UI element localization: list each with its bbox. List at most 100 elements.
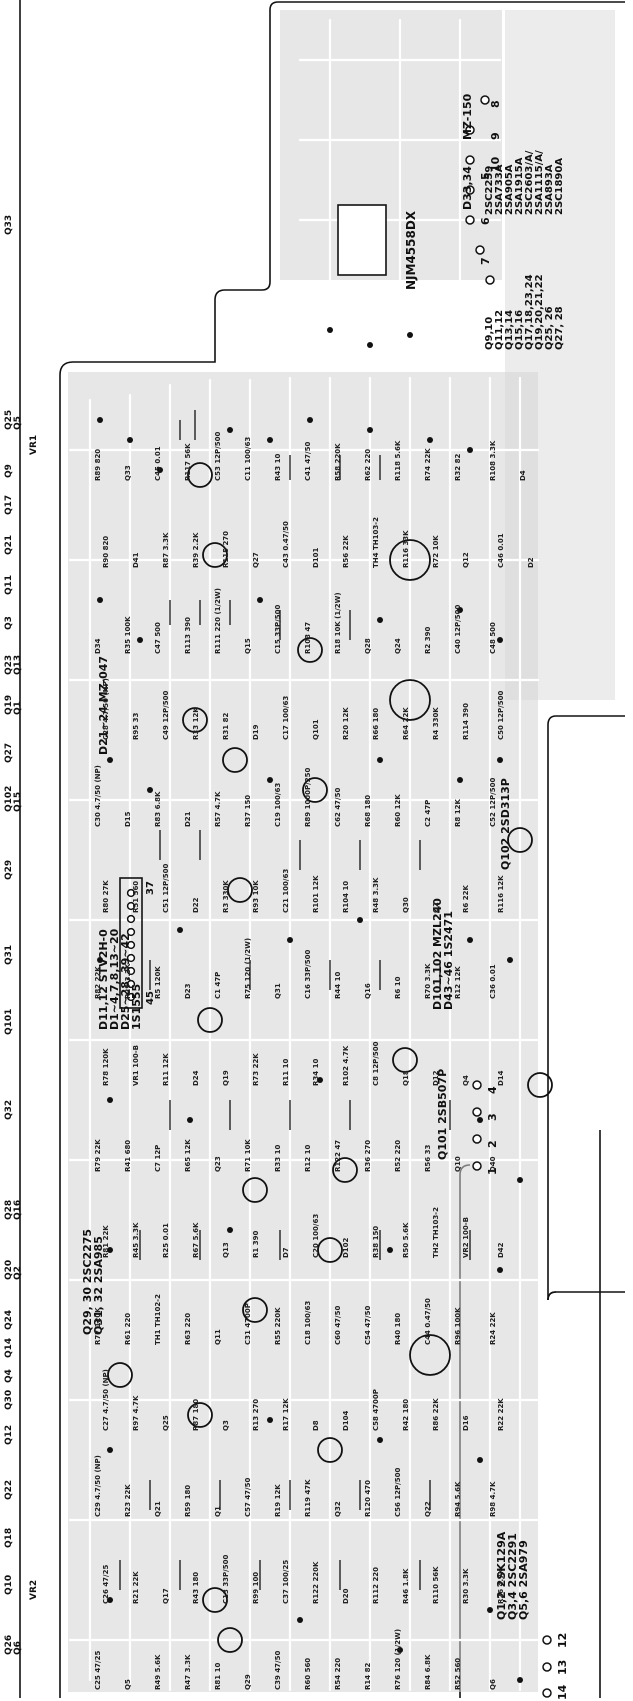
component-label: R68 180: [364, 794, 372, 827]
edge-label-q3: Q3: [4, 616, 14, 630]
component-label: R48 3.3K: [372, 877, 380, 913]
component-label: C28 4.7/50 (NP): [102, 678, 110, 741]
edge-label-q14: Q14: [4, 1337, 14, 1358]
component-label: R46 1.8K: [402, 1568, 410, 1604]
component-label: Q17: [162, 1587, 170, 1604]
component-label: R12 12K: [454, 966, 462, 1000]
component-label: R33 12K: [192, 707, 200, 741]
component-label: D15: [124, 811, 132, 827]
component-label: D8: [312, 1420, 320, 1431]
component-label: R51 560: [132, 880, 140, 913]
component-label: R1 390: [252, 1231, 260, 1259]
component-label: R5 120K: [154, 966, 162, 1000]
edge-label-vr2: VR2: [29, 1579, 39, 1600]
component-label: R99 100: [252, 1571, 260, 1604]
component-label: R13 270: [252, 1398, 260, 1431]
edge-label-q9: Q9: [4, 464, 14, 478]
component-label: C40 12P/500: [454, 604, 462, 654]
component-label: R103 47: [304, 621, 312, 654]
component-label: Q1: [214, 1506, 222, 1518]
component-label: R72 10K: [432, 534, 440, 568]
component-label: R31 82: [222, 713, 230, 741]
component-label: D22: [192, 897, 200, 913]
component-label: Q33: [124, 465, 132, 482]
component-label: R44 10: [334, 972, 342, 1000]
component-label: C21 100/63: [282, 868, 290, 913]
component-label: C20 100/63: [312, 1214, 320, 1259]
component-label: R82 22K: [94, 966, 102, 1000]
component-label: R104 10: [342, 880, 350, 913]
edge-label-q11: Q11: [4, 574, 14, 595]
component-label: D20: [342, 1588, 350, 1604]
component-label: R63 220: [184, 1312, 192, 1345]
component-label: R74 22K: [424, 448, 432, 482]
component-label: R101 12K: [312, 875, 320, 913]
pin-7: 7: [479, 257, 492, 265]
component-label: R14 82: [364, 1662, 372, 1690]
component-symbols: [119, 410, 471, 1590]
component-label: R90 820: [102, 535, 110, 568]
component-label: C41 47/50: [304, 441, 312, 482]
component-label: C37 100/25: [282, 1559, 290, 1604]
component-label: D104: [342, 1410, 350, 1431]
component-label: C48 500: [489, 622, 497, 654]
pin-2: 2: [486, 1140, 499, 1148]
component-label: C36 0.01: [489, 964, 497, 1000]
component-label: Q21: [154, 1501, 162, 1518]
component-label: R76 120 (1/2W): [394, 1628, 402, 1690]
component-label: R110 56K: [432, 1566, 440, 1604]
component-label: Q12: [462, 551, 470, 568]
component-label: R87 180: [192, 1398, 200, 1431]
component-label: R21 22K: [132, 1570, 140, 1604]
component-label: C53 12P/500: [214, 431, 222, 482]
component-label: D19: [252, 724, 260, 741]
component-label: Q29: [244, 1674, 252, 1690]
component-label: R59 180: [184, 1485, 192, 1518]
component-label: R20 12K: [342, 707, 350, 741]
component-label: Q5: [124, 1679, 132, 1690]
component-label: C2 47P: [424, 799, 432, 827]
component-label: R122 47: [334, 1139, 342, 1172]
component-label: R58 220K: [334, 443, 342, 482]
component-label: R116 33K: [402, 530, 410, 568]
component-label: C1 47P: [214, 972, 222, 1000]
component-label: C52 12P/500: [489, 777, 497, 827]
component-label: R34 10: [312, 1058, 320, 1086]
edge-label-q12: Q12: [4, 1424, 14, 1445]
component-label: R6 22K: [462, 885, 470, 913]
component-label: C17 100/63: [282, 696, 290, 741]
component-label: R33 10: [274, 1144, 282, 1172]
component-label: R2 390: [424, 626, 432, 654]
component-label: C50 12P/500: [497, 690, 505, 741]
component-label: R95 33: [132, 713, 140, 741]
component-label: Q28: [364, 638, 372, 654]
component-label: R6 10: [394, 976, 402, 1000]
component-label: R78 120K: [102, 1048, 110, 1086]
component-label: R40 180: [394, 1312, 402, 1345]
component-label: C56 12P/500: [394, 1467, 402, 1518]
component-label: Q32: [334, 1501, 342, 1518]
component-label: R11 12K: [162, 1052, 170, 1086]
component-label: D21: [184, 811, 192, 827]
component-label: C27 4.7/50 (NP): [102, 1369, 110, 1431]
component-label: R43 10: [274, 454, 282, 482]
component-label: R61 220: [124, 1312, 132, 1345]
component-label: Q3: [222, 1420, 230, 1431]
component-label: D41: [132, 552, 140, 568]
component-label: R97 4.7K: [132, 1395, 140, 1431]
component-label: R3 330K: [222, 880, 230, 913]
opamp-part-label: NJM4558DX: [404, 210, 418, 290]
component-label: D4: [519, 470, 527, 482]
edge-label-q22: Q22: [4, 1479, 14, 1500]
component-label: R56 33: [424, 1144, 432, 1172]
component-label: C15 33P/500: [274, 604, 282, 654]
component-label: Q2: [432, 902, 440, 913]
component-label: R71 10K: [244, 1139, 252, 1172]
component-label: C16 33P/500: [304, 949, 312, 1000]
component-label: R84 6.8K: [424, 1654, 432, 1690]
component-label: R52 220: [394, 1139, 402, 1172]
component-label: Q13: [222, 1242, 230, 1259]
